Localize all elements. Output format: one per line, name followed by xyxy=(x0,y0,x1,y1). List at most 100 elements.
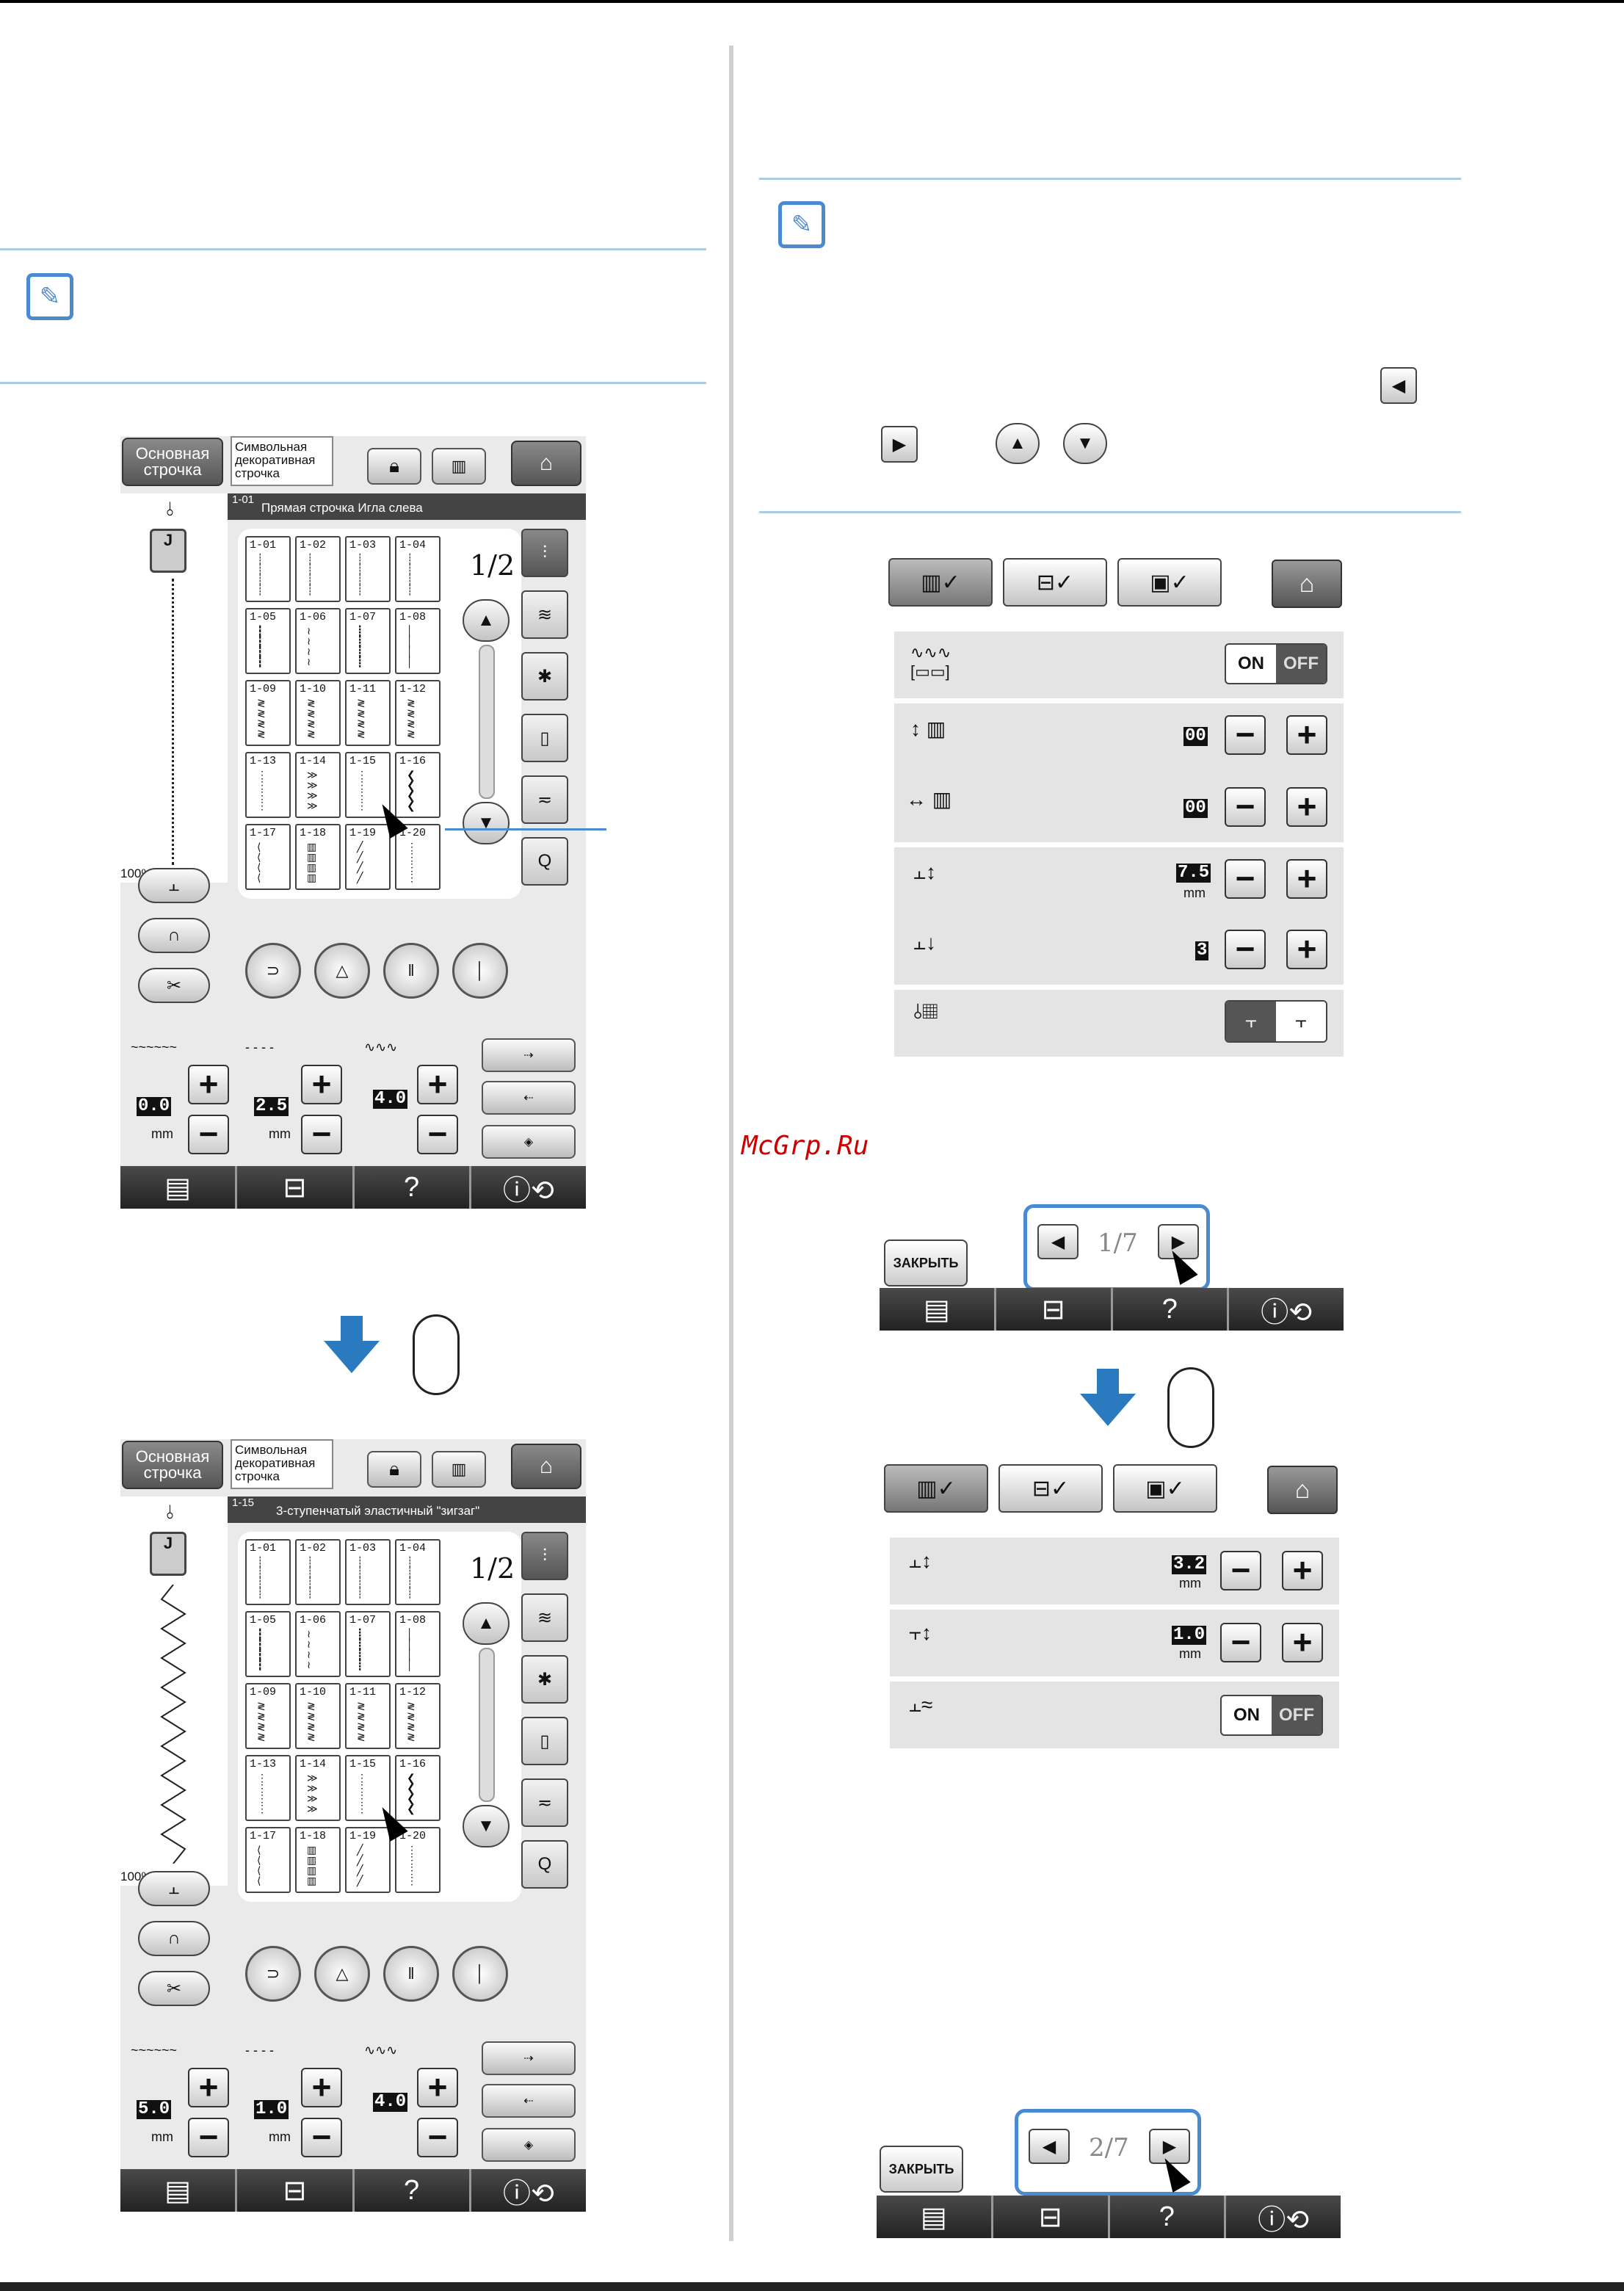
home-button[interactable]: ⌂ xyxy=(1272,560,1342,608)
home-button[interactable]: ⌂ xyxy=(511,1444,581,1489)
category-heirloom-button[interactable]: ≂ xyxy=(521,1778,568,1827)
needle-position-toggle[interactable]: ⫟⫟ xyxy=(1225,1000,1327,1043)
foot-height-plus-button[interactable]: + xyxy=(1286,859,1327,899)
help-button[interactable]: ? xyxy=(354,1166,471,1209)
tension-plus-button[interactable]: + xyxy=(417,1065,458,1104)
stitch-tile[interactable]: 1-17⟨ ⟨ ⟨ ⟨ xyxy=(245,824,291,890)
stitch-tile[interactable]: 1-11≷ ≷ ≷ ≷ xyxy=(345,680,391,746)
quilting-button[interactable]: Q xyxy=(521,1840,568,1889)
scroll-down-button[interactable]: ▼ xyxy=(463,1805,510,1847)
tension-plus-button[interactable]: + xyxy=(417,2068,458,2107)
horizontal-minus-button[interactable]: − xyxy=(1225,787,1266,827)
length-minus-button[interactable]: − xyxy=(301,1115,342,1154)
vertical-plus-button[interactable]: + xyxy=(1286,715,1327,755)
stitch-tile[interactable]: 1-08│ │ │ │ xyxy=(395,1611,441,1677)
stitch-tile[interactable]: 1-20⋮ ⋮ ⋮ ⋮ xyxy=(395,1827,441,1893)
stitch-tile[interactable]: 1-16❮ ❮ ❮ ❮ xyxy=(395,1755,441,1821)
previous-page-button[interactable]: ◀ xyxy=(1029,2129,1070,2164)
stitch-tile[interactable]: 1-06≀ ≀ ≀ ≀ xyxy=(295,1611,341,1677)
auto-lock-button[interactable]: ⊃ xyxy=(245,1946,301,2002)
stitch-tile[interactable]: 1-14≫ ≫ ≫ ≫ xyxy=(295,752,341,818)
twin-needle-button[interactable]: ‖ xyxy=(383,1946,439,2002)
page-menu-button[interactable]: ▤ xyxy=(120,2169,238,2212)
stitch-tile[interactable]: 1-15⋮ ⋮ ⋮ ⋮ xyxy=(345,752,391,818)
length-plus-button[interactable]: + xyxy=(301,1065,342,1104)
thread-cutter-button[interactable]: ✂ xyxy=(138,1971,210,2006)
memory-button[interactable]: ⇠ xyxy=(482,2084,576,2118)
previous-page-button[interactable]: ◀ xyxy=(1037,1224,1079,1259)
presser-foot-button[interactable]: ⫠ xyxy=(138,868,210,903)
scroll-down-button[interactable]: ▼ xyxy=(463,802,510,844)
tab-basic-stitch[interactable]: Основная строчка xyxy=(122,1441,223,1489)
close-button[interactable]: ЗАКРЫТЬ xyxy=(884,1239,968,1286)
image-button[interactable]: ⇢ xyxy=(482,2041,576,2075)
scrollbar-track[interactable] xyxy=(479,1648,495,1802)
tab-settings-sewing[interactable]: ⊟✓ xyxy=(998,1464,1103,1513)
tab-settings-embroidery[interactable]: ▣✓ xyxy=(1113,1464,1217,1513)
stitch-tile[interactable]: 1-05┇ ┇ ┇ ┇ xyxy=(245,1611,291,1677)
stitch-tile[interactable]: 1-15⋮ ⋮ ⋮ ⋮ xyxy=(345,1755,391,1821)
stitch-tile[interactable]: 1-20⋮ ⋮ ⋮ ⋮ xyxy=(395,824,441,890)
width-minus-button[interactable]: − xyxy=(188,2118,229,2157)
tab-basic-stitch[interactable]: Основная строчка xyxy=(122,438,223,486)
tab-settings-general[interactable]: ▥✓ xyxy=(884,1464,988,1513)
scroll-up-button[interactable]: ▲ xyxy=(463,599,510,642)
tab-settings-general[interactable]: ▥✓ xyxy=(888,558,993,607)
category-utility-button[interactable]: ⫶ xyxy=(521,1532,568,1580)
stitch-tile[interactable]: 1-07┋ ┋ ┋ ┋ xyxy=(345,608,391,674)
stitch-tile[interactable]: 1-16❮ ❮ ❮ ❮ xyxy=(395,752,441,818)
free-motion-height-minus-button[interactable]: − xyxy=(1220,1623,1261,1662)
stitch-tile[interactable]: 1-01┊ ┊ ┊ ┊ xyxy=(245,1539,291,1605)
needle-position-button[interactable]: │ xyxy=(452,943,508,999)
stitch-tile[interactable]: 1-10≷ ≷ ≷ ≷ xyxy=(295,1683,341,1749)
vertical-minus-button[interactable]: − xyxy=(1225,715,1266,755)
stitch-tile[interactable]: 1-11≷ ≷ ≷ ≷ xyxy=(345,1683,391,1749)
category-buttonhole-button[interactable]: ▯ xyxy=(521,714,568,762)
settings-button[interactable]: ⊟ xyxy=(237,1166,355,1209)
home-button[interactable]: ⌂ xyxy=(511,441,581,486)
tab-settings-embroidery[interactable]: ▣✓ xyxy=(1117,558,1222,607)
stitch-tile[interactable]: 1-13⋮ ⋮ ⋮ ⋮ xyxy=(245,1755,291,1821)
tension-minus-button[interactable]: − xyxy=(417,2118,458,2157)
quilting-button[interactable]: Q xyxy=(521,837,568,886)
stitch-tile[interactable]: 1-13⋮ ⋮ ⋮ ⋮ xyxy=(245,752,291,818)
lock-button[interactable]: 🔒︎ xyxy=(367,448,421,485)
mirror-button[interactable]: △ xyxy=(314,1946,370,2002)
mode-toggle-button[interactable]: ⓘ⟲ xyxy=(471,2169,586,2212)
stitch-tile[interactable]: 1-12≷ ≷ ≷ ≷ xyxy=(395,680,441,746)
tab-settings-sewing[interactable]: ⊟✓ xyxy=(1003,558,1107,607)
foot-pressure-plus-button[interactable]: + xyxy=(1286,930,1327,969)
category-decorative-button[interactable]: ≋ xyxy=(521,590,568,639)
stitch-tile[interactable]: 1-17⟨ ⟨ ⟨ ⟨ xyxy=(245,1827,291,1893)
stitch-tile[interactable]: 1-09≷ ≷ ≷ ≷ xyxy=(245,680,291,746)
stitch-tile[interactable]: 1-12≷ ≷ ≷ ≷ xyxy=(395,1683,441,1749)
mode-toggle-button[interactable]: ⓘ⟲ xyxy=(471,1166,586,1209)
reset-button[interactable]: ◈ xyxy=(482,1125,576,1159)
tab-decorative-stitch[interactable]: Символьная декоративная строчка xyxy=(231,1439,333,1489)
category-satin-button[interactable]: ✱ xyxy=(521,652,568,701)
pivot-height-plus-button[interactable]: + xyxy=(1282,1551,1323,1590)
mirror-button[interactable]: △ xyxy=(314,943,370,999)
tension-minus-button[interactable]: − xyxy=(417,1115,458,1154)
category-heirloom-button[interactable]: ≂ xyxy=(521,775,568,824)
settings-button[interactable]: ⊟ xyxy=(237,2169,355,2212)
auto-lock-button[interactable]: ⊃ xyxy=(245,943,301,999)
category-decorative-button[interactable]: ≋ xyxy=(521,1593,568,1642)
stitch-tile[interactable]: 1-04┊ ┊ ┊ ┊ xyxy=(395,1539,441,1605)
stitch-tile[interactable]: 1-04┊ ┊ ┊ ┊ xyxy=(395,536,441,602)
stitch-tile[interactable]: 1-02┊ ┊ ┊ ┊ xyxy=(295,1539,341,1605)
stitch-tile[interactable]: 1-14≫ ≫ ≫ ≫ xyxy=(295,1755,341,1821)
foot-pressure-minus-button[interactable]: − xyxy=(1225,930,1266,969)
manual-button[interactable]: ▥ xyxy=(432,1451,486,1488)
needle-up-option[interactable]: ⫟ xyxy=(1276,1002,1326,1041)
image-button[interactable]: ⇢ xyxy=(482,1038,576,1072)
stitch-tile[interactable]: 1-06≀ ≀ ≀ ≀ xyxy=(295,608,341,674)
category-buttonhole-button[interactable]: ▯ xyxy=(521,1717,568,1765)
stitch-tile[interactable]: 1-07┋ ┋ ┋ ┋ xyxy=(345,1611,391,1677)
foot-height-minus-button[interactable]: − xyxy=(1225,859,1266,899)
mode-toggle-button[interactable]: ⓘ⟲ xyxy=(1229,1288,1344,1331)
reset-button[interactable]: ◈ xyxy=(482,2128,576,2162)
length-minus-button[interactable]: − xyxy=(301,2118,342,2157)
